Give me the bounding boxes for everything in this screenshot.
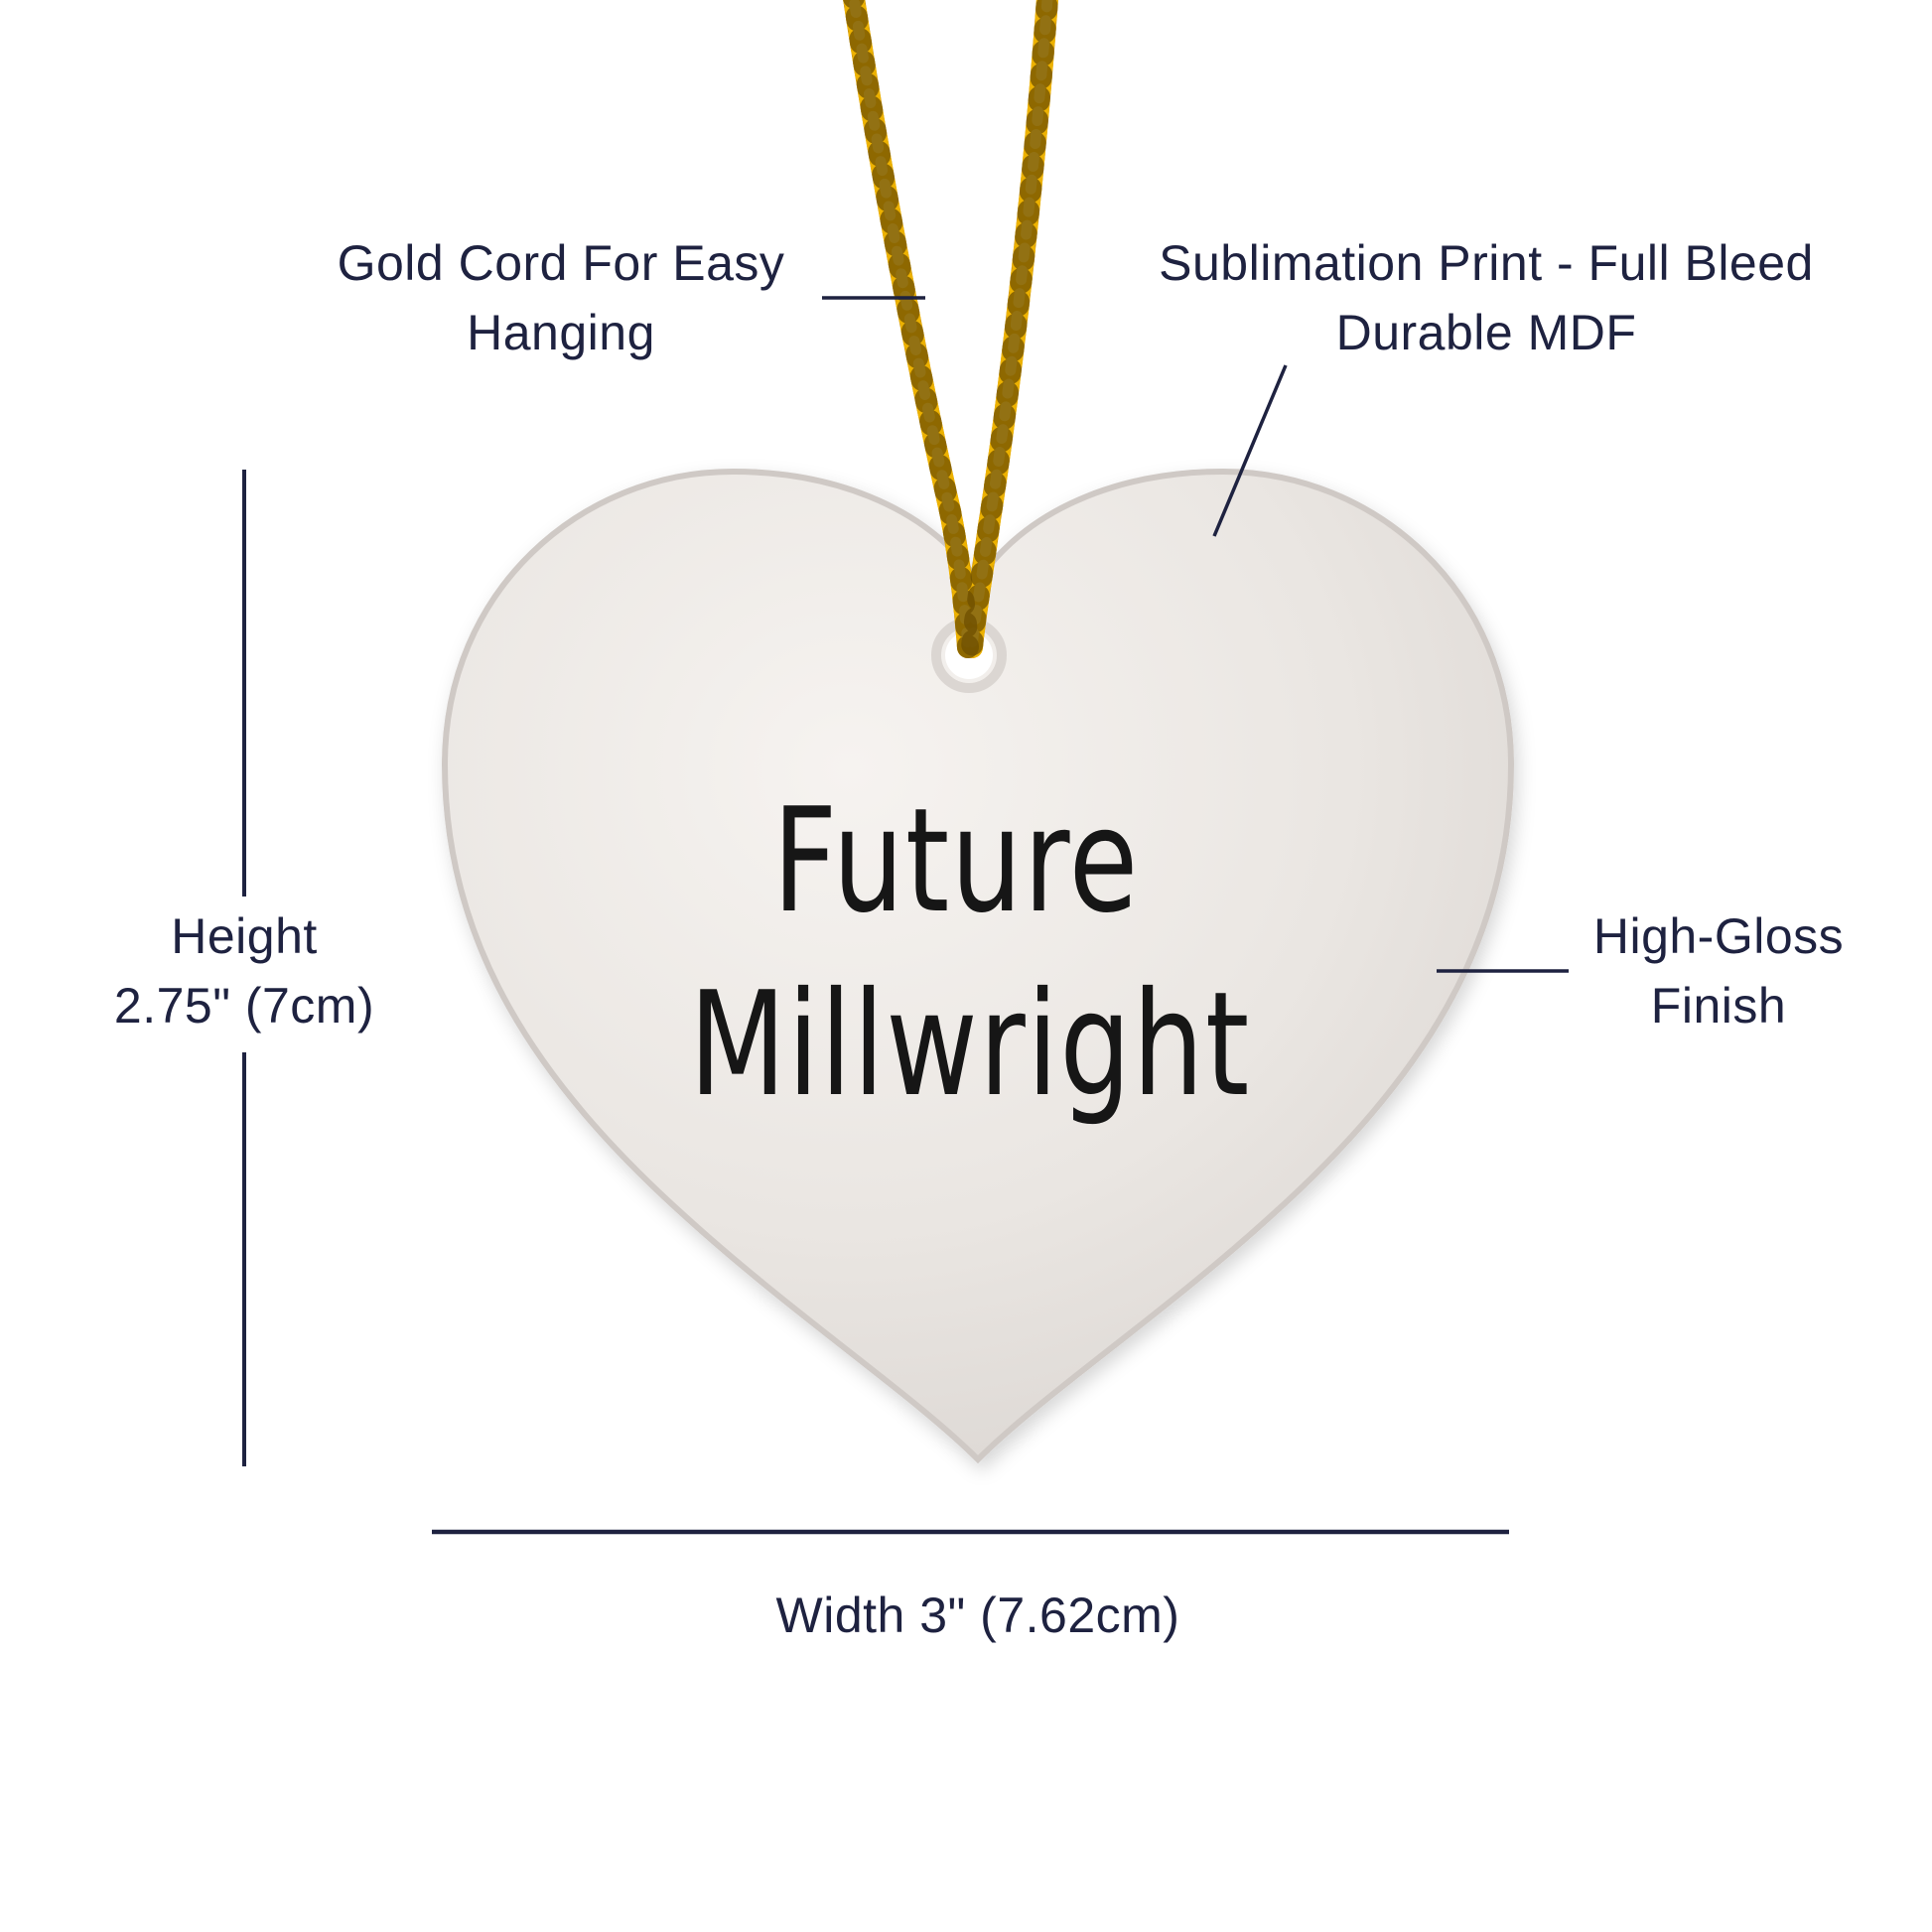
ornament-text-line-1: Future [721, 789, 1191, 933]
callout-height: Height 2.75" (7cm) [114, 901, 374, 1040]
callout-gold-cord-line1: Gold Cord For Easy [337, 235, 785, 291]
cord-right-strand-shadow [961, 0, 1058, 658]
callout-sublimation-line2: Durable MDF [1335, 305, 1637, 360]
heart-ornament-shape [441, 468, 1515, 1464]
gold-cord [843, 0, 1058, 658]
ornament-text-millwright: Millwright [689, 961, 1251, 1129]
callout-gloss-line1: High-Gloss [1592, 908, 1845, 964]
callout-height-line1: Height [171, 908, 318, 964]
callout-height-line2: 2.75" (7cm) [113, 978, 375, 1034]
callout-width-label: Width 3" (7.62cm) [775, 1587, 1180, 1643]
callout-width: Width 3" (7.62cm) [776, 1581, 1180, 1650]
ornament-text-future: Future [772, 777, 1140, 945]
cord-left-strand-shadow [843, 0, 979, 658]
print-pointer-line [1212, 364, 1288, 537]
ornament-text-line-2: Millwright [610, 973, 1329, 1117]
callout-high-gloss: High-Gloss Finish [1593, 901, 1844, 1040]
callout-gold-cord: Gold Cord For Easy Hanging [338, 228, 785, 367]
callout-sublimation-line1: Sublimation Print - Full Bleed [1159, 235, 1814, 291]
callout-gold-cord-line2: Hanging [467, 305, 655, 360]
callout-sublimation-print: Sublimation Print - Full Bleed Durable M… [1159, 228, 1814, 367]
callout-gloss-line2: Finish [1650, 978, 1787, 1034]
